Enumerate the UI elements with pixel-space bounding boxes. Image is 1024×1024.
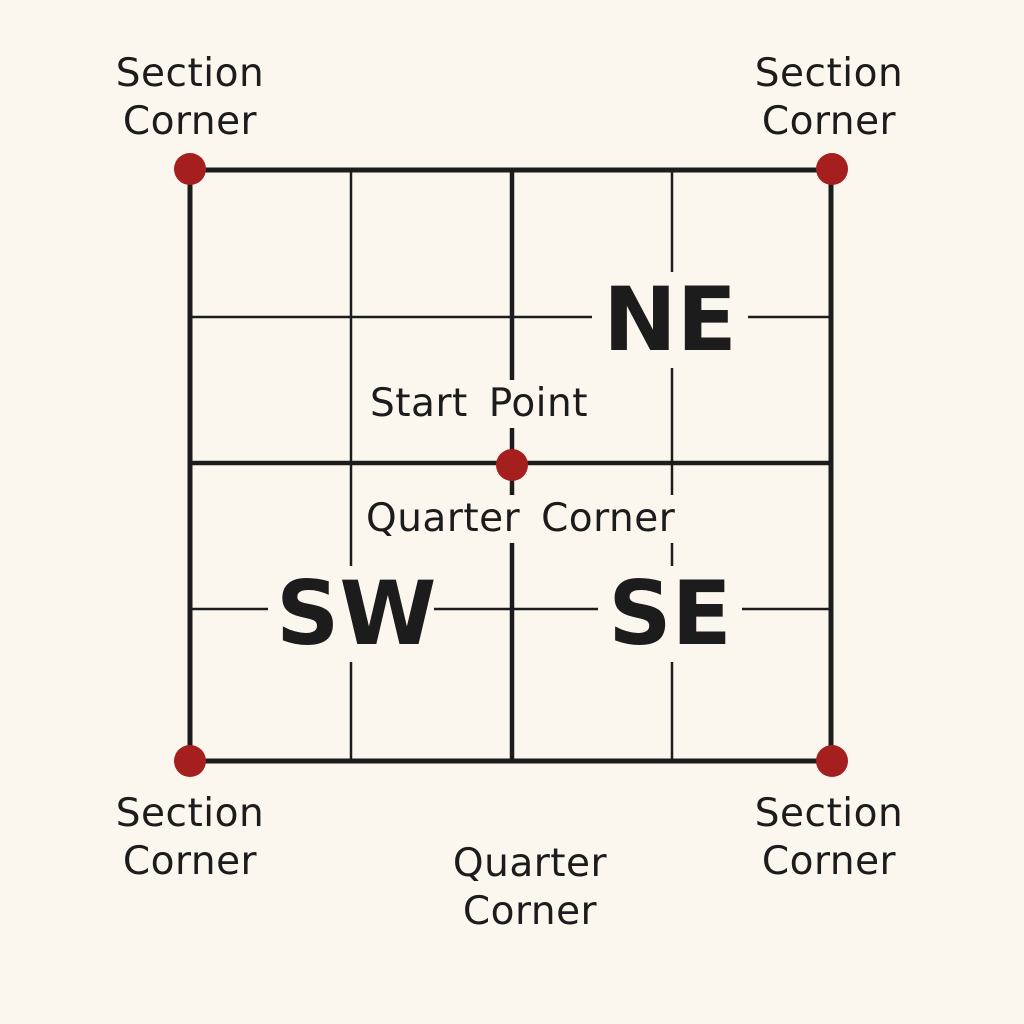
label-line: Corner — [537, 495, 680, 543]
section-corner-label-top-left: Section Corner — [90, 50, 290, 146]
label-line: Corner — [462, 889, 598, 934]
label-line: Corner — [122, 839, 258, 884]
label-line: Section — [115, 51, 265, 96]
start-point-label: Start Point — [366, 380, 593, 428]
start-point-marker — [496, 449, 528, 481]
label-line: Corner — [761, 99, 897, 144]
section-boundary — [187, 167, 834, 764]
label-line: Quarter — [452, 841, 608, 886]
section-corner-label-top-right: Section Corner — [729, 50, 929, 146]
section-corner-marker-se — [816, 745, 848, 777]
section-corner-marker-nw — [174, 153, 206, 185]
label-line: Corner — [761, 839, 897, 884]
quadrant-label-ne: NE — [592, 272, 748, 368]
label-line: Section — [754, 51, 904, 96]
corner-markers — [174, 153, 848, 777]
quadrant-label-sw: SW — [268, 566, 436, 662]
section-corner-label-bottom-left: Section Corner — [90, 790, 290, 886]
label-line: Quarter — [362, 495, 525, 543]
label-line: Section — [115, 791, 265, 836]
center-quarter-corner-label: Quarter Corner — [362, 495, 680, 543]
section-corner-label-bottom-right: Section Corner — [729, 790, 929, 886]
label-line: Point — [484, 380, 593, 428]
label-line: Corner — [122, 99, 258, 144]
label-line: Start — [366, 380, 472, 428]
section-corner-marker-sw — [174, 745, 206, 777]
section-corner-marker-ne — [816, 153, 848, 185]
label-line: Section — [754, 791, 904, 836]
bottom-quarter-corner-label: Quarter Corner — [430, 840, 630, 936]
quadrant-label-se: SE — [598, 566, 742, 662]
